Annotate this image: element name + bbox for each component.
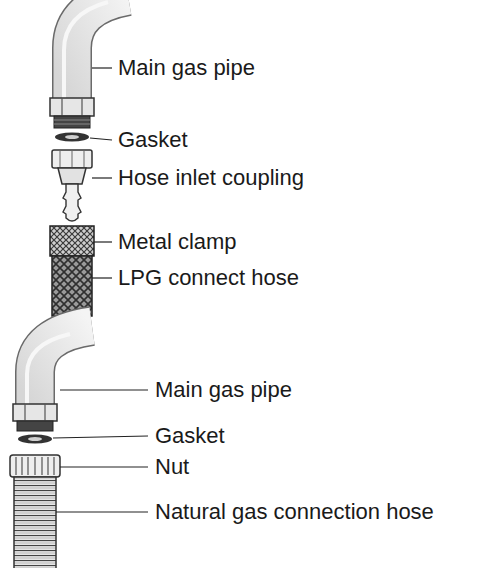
- part-label: Main gas pipe: [155, 378, 487, 402]
- gasket-ring: [55, 133, 89, 142]
- part-label: Gasket: [155, 424, 487, 448]
- pipe-outline: [35, 326, 92, 408]
- part-label: Natural gas connection hose: [155, 500, 487, 524]
- gasket-hole: [65, 135, 79, 139]
- main-gas-pipe: [35, 326, 92, 408]
- pipe-thread: [17, 421, 53, 431]
- gasket-ring: [18, 435, 52, 444]
- leader-line: [60, 466, 148, 467]
- nut-knurl: [16, 457, 54, 475]
- part-label: Hose inlet coupling: [118, 166, 487, 190]
- nut: [10, 455, 60, 477]
- leader-line: [60, 389, 148, 390]
- natural-gas-hose: [14, 477, 56, 568]
- thread-lines: [54, 120, 90, 124]
- pipe-highlight: [27, 334, 70, 406]
- leader-line: [92, 67, 112, 68]
- leader-line: [56, 511, 148, 512]
- hex-fitting: [13, 404, 57, 421]
- hex-edges: [25, 404, 45, 421]
- leader-line: [94, 241, 112, 242]
- metal-clamp: [50, 226, 94, 256]
- leader-line: [92, 177, 112, 178]
- pipe-highlight: [64, 2, 108, 100]
- coupling-ridges: [60, 150, 84, 168]
- leader-line: [92, 277, 112, 278]
- leader-line: [90, 138, 112, 140]
- coupling-nut: [52, 150, 92, 168]
- part-label: Nut: [155, 455, 487, 479]
- pipe-thread: [54, 116, 90, 128]
- part-label: Main gas pipe: [118, 56, 487, 80]
- hose-nipple: [63, 184, 81, 221]
- hex-fitting: [50, 98, 94, 116]
- leader-line: [53, 436, 148, 438]
- part-label: Metal clamp: [118, 230, 487, 254]
- part-label: LPG connect hose: [118, 266, 487, 290]
- coupling-body: [58, 168, 86, 184]
- part-label: Gasket: [118, 128, 487, 152]
- hex-edges: [62, 98, 82, 116]
- gasket-hole: [28, 437, 42, 441]
